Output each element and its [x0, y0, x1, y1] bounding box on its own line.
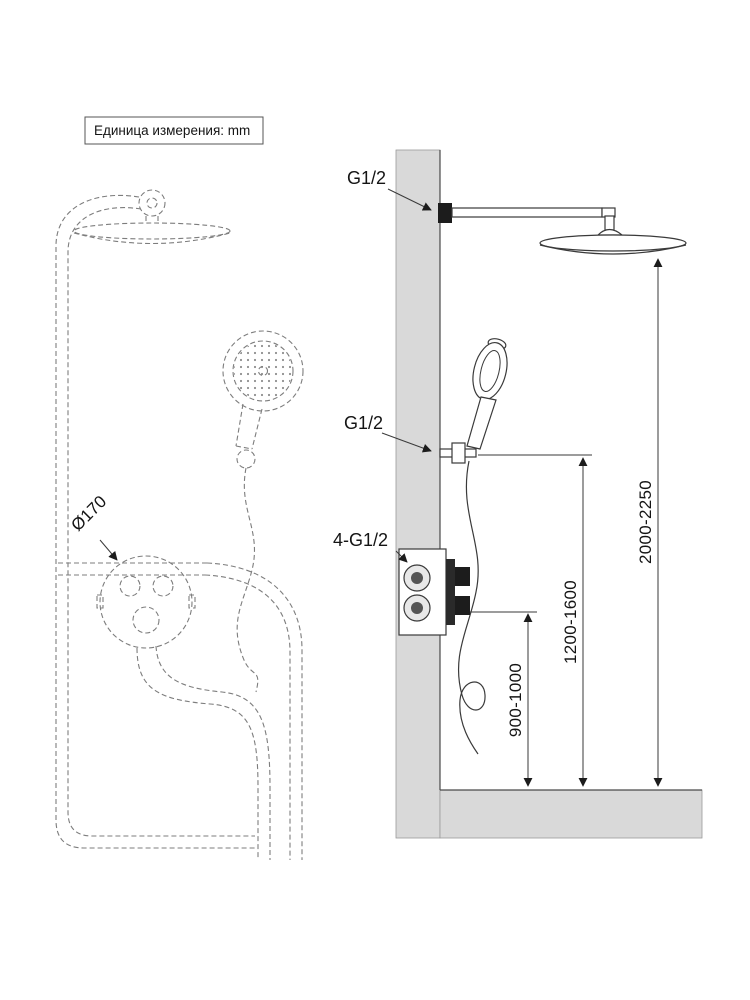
pipe-branch-inner	[204, 574, 291, 860]
hand-shower-face-rim	[232, 340, 294, 402]
valve-mount-tabs	[96, 594, 196, 609]
holder-clamp	[451, 442, 466, 464]
dim-rain-head-value: 2000-2250	[636, 480, 655, 564]
mixer-knob-bottom-center	[411, 602, 423, 614]
valve-knob	[132, 606, 160, 634]
pipe-horizontal	[58, 562, 207, 576]
pipe-inner	[67, 207, 255, 837]
top-connection-label: G1/2	[347, 168, 386, 188]
dim-hand-shower-value: 1200-1600	[561, 580, 580, 664]
pipe-valve-out-a	[136, 647, 259, 860]
mixer-outlet-top	[455, 567, 470, 586]
hand-shower-head-outline	[222, 330, 304, 412]
hand-shower-handle	[466, 396, 497, 450]
mixer-connection-label: 4-G1/2	[333, 530, 388, 550]
rain-head-disc	[73, 222, 231, 240]
hand-connection-leader-arrow	[381, 432, 432, 453]
valve-diameter-leader-arrow	[99, 539, 118, 561]
wall	[395, 149, 441, 839]
dim-mixer-value: 900-1000	[506, 663, 525, 737]
mount-ring-icon	[138, 189, 166, 217]
pipe-valve-out-b	[155, 645, 271, 860]
rain-head-underside	[73, 232, 231, 244]
arm-elbow-vertical	[604, 215, 615, 231]
valve-diameter-label: Ø170	[67, 492, 110, 535]
hand-shower-face	[479, 350, 501, 392]
unit-box: Единица измерения: mm	[84, 116, 264, 145]
hand-shower-handle	[235, 403, 263, 450]
rain-head-dome	[596, 228, 624, 236]
hand-shower-hose	[236, 467, 259, 693]
valve-button-left	[119, 575, 141, 597]
hand-shower-head	[472, 341, 508, 401]
rain-head-underside	[539, 244, 687, 255]
hand-shower-center	[257, 365, 269, 377]
hand-shower-face-dots	[234, 342, 292, 400]
floor	[439, 789, 703, 839]
mixer-outlet-bottom	[455, 596, 470, 615]
pipe-outer	[55, 194, 255, 849]
mixer-knob-top-center	[411, 572, 423, 584]
mixer-face-bar	[446, 559, 455, 625]
mount-ring-inner	[146, 197, 158, 209]
unit-box-frame	[84, 116, 264, 145]
valve-plate	[99, 555, 193, 649]
arm-wall-flange	[438, 203, 452, 223]
pipe-branch-outer	[206, 562, 303, 860]
unit-label: Единица измерения: mm	[94, 123, 250, 138]
head-stem	[145, 216, 159, 224]
mixer-leader-arrow	[395, 550, 408, 563]
top-connection-leader-arrow	[387, 188, 432, 211]
valve-button-right	[152, 575, 174, 597]
mixer-body	[398, 548, 447, 636]
hand-shower-hose	[458, 460, 486, 755]
rain-head-disc	[539, 234, 687, 252]
hand-connection-label: G1/2	[344, 413, 383, 433]
shower-arm	[451, 207, 603, 218]
installation-drawing: G1/2 G1/2 4-G1/2 900-1000 1200-16	[333, 149, 703, 839]
dashed-concept-drawing: Ø170	[55, 189, 304, 860]
hand-shower-bracket	[236, 449, 256, 469]
